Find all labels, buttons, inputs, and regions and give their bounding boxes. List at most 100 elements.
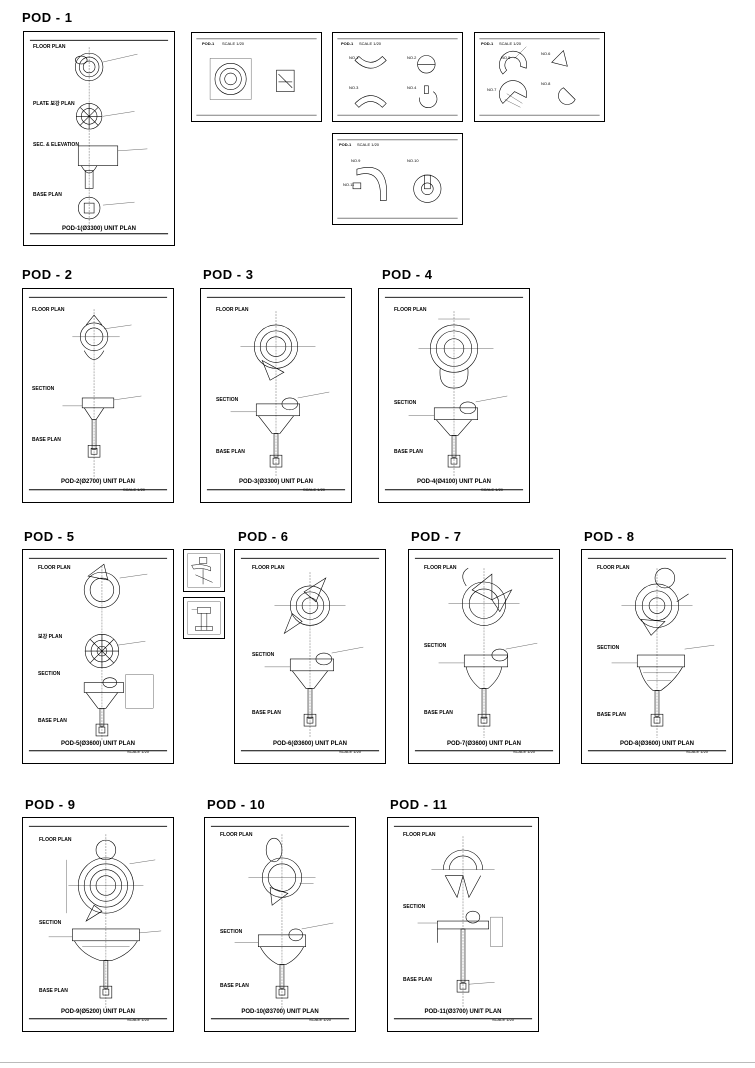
pod-8-unit-title: POD-8(Ø3600) UNIT PLAN bbox=[619, 741, 694, 747]
pod-5-detail-thumb-2-drawing bbox=[187, 601, 221, 635]
pod-8-title: POD - 8 bbox=[584, 529, 635, 544]
pod-9-drawing bbox=[28, 825, 168, 1020]
pod-3-title: POD - 3 bbox=[203, 267, 254, 282]
pod-3-base-plan-label: BASE PLAN bbox=[216, 449, 245, 455]
pod-7-sheet[interactable]: FLOOR PLAN SECTION BASE PLAN POD-7(Ø3600… bbox=[408, 549, 560, 764]
pod-4-base-plan-label: BASE PLAN bbox=[394, 449, 423, 455]
pod-2-unit-title: POD-2(Ø2700) UNIT PLAN bbox=[60, 479, 135, 485]
pod-3-sheet[interactable]: FLOOR PLAN SECTION BASE PLAN POD-3(Ø3300… bbox=[200, 288, 352, 503]
pod-7-section-label: SECTION bbox=[424, 643, 447, 649]
pod-8-base-plan-label: BASE PLAN bbox=[597, 712, 626, 718]
pod-11-unit-title: POD-11(Ø3700) UNIT PLAN bbox=[424, 1009, 502, 1015]
pod-9-unit-title: POD-9(Ø5200) UNIT PLAN bbox=[60, 1009, 135, 1015]
pod-3-section-label: SECTION bbox=[216, 397, 239, 403]
pod-11-title: POD - 11 bbox=[390, 797, 448, 812]
pod-1-detail-2-no4: NO.4 bbox=[407, 85, 417, 90]
pod-9-section-label: SECTION bbox=[39, 920, 62, 926]
pod-1-detail-2-scale: SCALE 1/20 bbox=[359, 41, 382, 46]
pod-6-scale: SCALE 1/20 bbox=[339, 749, 362, 754]
pod-11-floor-plan-label: FLOOR PLAN bbox=[403, 832, 436, 838]
pod-9-base-plan-label: BASE PLAN bbox=[39, 988, 68, 994]
pod-5-floor-plan-label: FLOOR PLAN bbox=[38, 565, 71, 571]
pod-2-sheet[interactable]: FLOOR PLAN SECTION BASE PLAN POD-2(Ø2700… bbox=[22, 288, 174, 503]
pod-2-floor-plan-label: FLOOR PLAN bbox=[32, 307, 65, 313]
pod-7-base-plan-label: BASE PLAN bbox=[424, 710, 453, 716]
pod-11-sheet[interactable]: FLOOR PLAN SECTION BASE PLAN POD-11(Ø370… bbox=[387, 817, 539, 1032]
pod-5-sheet[interactable]: FLOOR PLAN 보강 PLAN SECTION BASE PLAN POD… bbox=[22, 549, 174, 764]
pod-1-detail-3-no6: NO.6 bbox=[541, 51, 551, 56]
pod-10-floor-plan-label: FLOOR PLAN bbox=[220, 832, 253, 838]
pod-1-detail-2-no3: NO.3 bbox=[349, 85, 359, 90]
pod-4-unit-title: POD-4(Ø4100) UNIT PLAN bbox=[416, 479, 491, 485]
pod-8-section-label: SECTION bbox=[597, 645, 620, 651]
pod-10-base-plan-label: BASE PLAN bbox=[220, 983, 249, 989]
pod-4-sheet[interactable]: FLOOR PLAN SECTION BASE PLAN POD-4(Ø4100… bbox=[378, 288, 530, 503]
pod-5-detail-thumb-2[interactable] bbox=[183, 597, 225, 639]
pod-3-scale: SCALE 1/20 bbox=[303, 487, 326, 492]
pod-3-floor-plan-label: FLOOR PLAN bbox=[216, 307, 249, 313]
pod-10-scale: SCALE 1/20 bbox=[309, 1017, 332, 1022]
pod-5-unit-title: POD-5(Ø3600) UNIT PLAN bbox=[60, 741, 135, 747]
pod-1-detail-sheet-2[interactable]: POD-1 SCALE 1/20 NO.1 NO.2 NO.3 NO.4 bbox=[332, 32, 463, 122]
pod-5-detail-thumb-1-drawing bbox=[187, 553, 221, 588]
pod-6-floor-plan-label: FLOOR PLAN bbox=[252, 565, 285, 571]
pod-5-detail-thumb-1[interactable] bbox=[183, 549, 225, 592]
pod-9-scale: SCALE 1/20 bbox=[127, 1017, 150, 1022]
pod-4-floor-plan-label: FLOOR PLAN bbox=[394, 307, 427, 313]
pod-1-section-label: SEC. & ELEVATION bbox=[33, 142, 79, 148]
pod-1-detail-3-no5: NO.5 bbox=[501, 55, 511, 60]
pod-1-detail-3-head: POD-1 bbox=[481, 41, 494, 46]
pod-6-sheet[interactable]: FLOOR PLAN SECTION BASE PLAN POD-6(Ø3600… bbox=[234, 549, 386, 764]
pod-7-scale: SCALE 1/20 bbox=[513, 749, 536, 754]
pod-6-title: POD - 6 bbox=[238, 529, 289, 544]
pod-1-detail-2-no2: NO.2 bbox=[407, 55, 417, 60]
pod-1-detail-4-no10: NO.10 bbox=[407, 158, 419, 163]
pod-1-unit-sheet[interactable]: FLOOR PLAN PLATE 보강 PLAN SEC. & ELEVATIO… bbox=[23, 31, 175, 246]
pod-2-section-label: SECTION bbox=[32, 386, 55, 392]
pod-1-detail-4-head: POD-1 bbox=[339, 142, 352, 147]
pod-2-title: POD - 2 bbox=[22, 267, 73, 282]
pod-5-title: POD - 5 bbox=[24, 529, 75, 544]
pod-1-detail-sheet-4[interactable]: POD-1 SCALE 1/20 NO.9 NO.10 NO.11 bbox=[332, 133, 463, 225]
pod-6-section-label: SECTION bbox=[252, 652, 275, 658]
pod-8-sheet[interactable]: FLOOR PLAN SECTION BASE PLAN POD-8(Ø3600… bbox=[581, 549, 733, 764]
pod-1-drawing bbox=[29, 39, 169, 235]
pod-5-plate-plan-label: 보강 PLAN bbox=[38, 634, 63, 640]
pod-1-detail-3-no8: NO.8 bbox=[541, 81, 551, 86]
pod-8-scale: SCALE 1/20 bbox=[686, 749, 709, 754]
pod-10-unit-title: POD-10(Ø3700) UNIT PLAN bbox=[241, 1009, 319, 1015]
pod-1-floor-plan-label: FLOOR PLAN bbox=[33, 44, 66, 50]
pod-2-base-plan-label: BASE PLAN bbox=[32, 437, 61, 443]
pod-5-scale: SCALE 1/20 bbox=[127, 749, 150, 754]
pod-1-detail-1-head: POD-1 bbox=[202, 41, 215, 46]
pod-1-detail-sheet-3[interactable]: POD-1 SCALE 1/20 NO.5 NO.6 NO.7 NO.8 bbox=[474, 32, 605, 122]
pod-9-sheet[interactable]: FLOOR PLAN SECTION BASE PLAN POD-9(Ø5200… bbox=[22, 817, 174, 1032]
pod-9-title: POD - 9 bbox=[25, 797, 76, 812]
pod-10-section-label: SECTION bbox=[220, 929, 243, 935]
pod-1-detail-sheet-1[interactable]: POD-1 SCALE 1/20 bbox=[191, 32, 322, 122]
pod-1-title: POD - 1 bbox=[22, 10, 73, 25]
pod-7-unit-title: POD-7(Ø3600) UNIT PLAN bbox=[446, 741, 521, 747]
pod-1-detail-drawing-3 bbox=[479, 38, 600, 116]
pod-5-base-plan-label: BASE PLAN bbox=[38, 718, 67, 724]
pod-1-detail-drawing-1 bbox=[196, 38, 317, 116]
pod-4-title: POD - 4 bbox=[382, 267, 433, 282]
pod-6-unit-title: POD-6(Ø3600) UNIT PLAN bbox=[272, 741, 347, 747]
page-bottom-rule bbox=[0, 1062, 755, 1063]
pod-1-base-plan-label: BASE PLAN bbox=[33, 192, 62, 198]
pod-11-base-plan-label: BASE PLAN bbox=[403, 977, 432, 983]
pod-7-floor-plan-label: FLOOR PLAN bbox=[424, 565, 457, 571]
pod-1-detail-2-no1: NO.1 bbox=[349, 55, 359, 60]
pod-1-detail-4-scale: SCALE 1/20 bbox=[357, 142, 380, 147]
pod-1-unit-title: POD-1(Ø3300) UNIT PLAN bbox=[61, 226, 136, 232]
pod-5-drawing bbox=[28, 557, 168, 752]
pod-4-scale: SCALE 1/20 bbox=[481, 487, 504, 492]
pod-1-detail-3-scale: SCALE 1/20 bbox=[499, 41, 522, 46]
pod-10-sheet[interactable]: FLOOR PLAN SECTION BASE PLAN POD-10(Ø370… bbox=[204, 817, 356, 1032]
pod-10-drawing bbox=[210, 825, 350, 1020]
pod-1-detail-drawing-2 bbox=[337, 38, 458, 116]
pod-10-title: POD - 10 bbox=[207, 797, 266, 812]
pod-8-drawing bbox=[587, 557, 727, 752]
pod-6-base-plan-label: BASE PLAN bbox=[252, 710, 281, 716]
pod-1-detail-4-no9: NO.9 bbox=[351, 158, 361, 163]
